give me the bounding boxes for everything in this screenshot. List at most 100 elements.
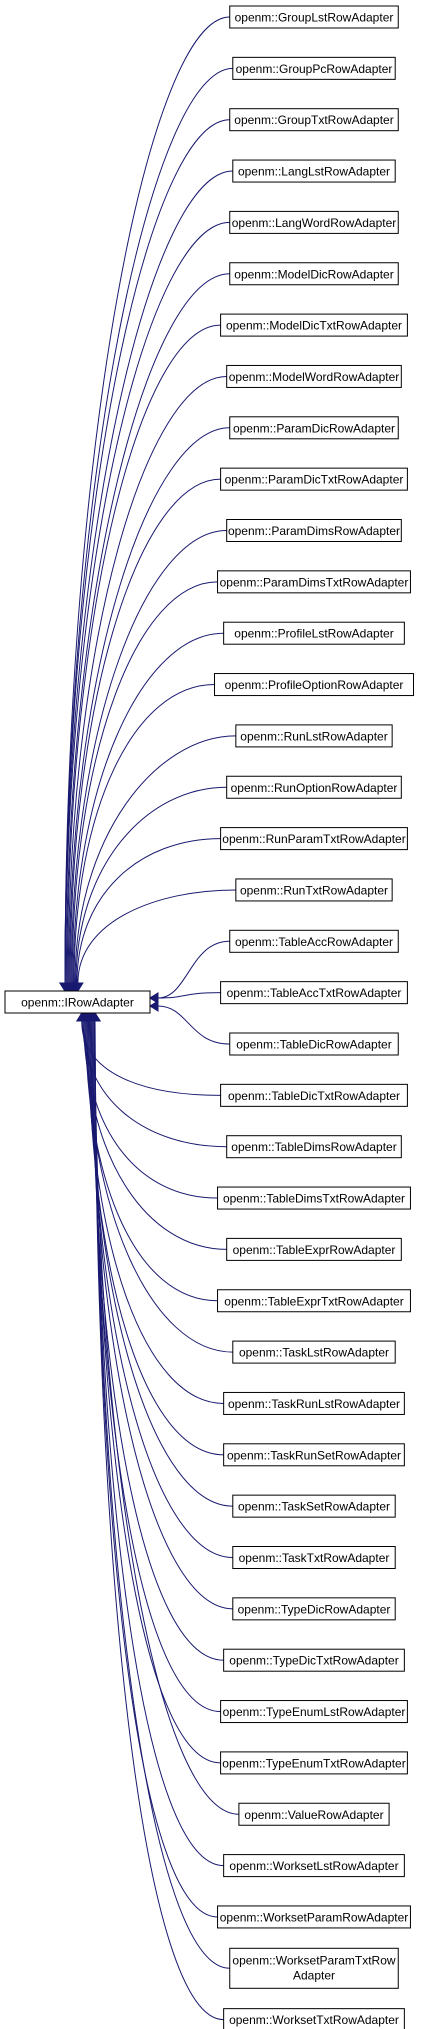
class-box [220, 467, 408, 491]
class-box [223, 1391, 405, 1415]
class-node-workset-param-row-adapter[interactable]: openm::WorksetParamRowAdapter [217, 1905, 411, 1929]
class-box [223, 1648, 405, 1672]
inheritance-edge [64, 119, 230, 984]
class-box [223, 1443, 405, 1467]
class-label: openm::TableDimsRowAdapter [231, 1140, 396, 1154]
class-box [229, 262, 399, 286]
arrowhead [149, 1000, 159, 1012]
class-node-type-dic-txt-row-adapter[interactable]: openm::TypeDicTxtRowAdapter [223, 1648, 405, 1672]
class-label: openm::TaskRunSetRowAdapter [227, 1448, 401, 1462]
class-node-table-expr-txt-row-adapter[interactable]: openm::TableExprTxtRowAdapter [217, 1289, 411, 1313]
class-node-table-dic-row-adapter[interactable]: openm::TableDicRowAdapter [229, 1032, 399, 1056]
class-box [217, 570, 411, 594]
class-label: openm::WorksetParamTxtRow [232, 1953, 395, 1967]
class-label: openm::TypeDicRowAdapter [238, 1602, 391, 1616]
class-node-lang-word-row-adapter[interactable]: openm::LangWordRowAdapter [229, 210, 399, 234]
class-node-table-acc-row-adapter[interactable]: openm::TableAccRowAdapter [229, 929, 399, 953]
class-label: openm::ModelWordRowAdapter [229, 370, 400, 384]
class-node-table-expr-row-adapter[interactable]: openm::TableExprRowAdapter [226, 1237, 402, 1261]
inheritance-edge [94, 1020, 224, 1867]
class-box [223, 621, 405, 645]
base-class-node[interactable]: openm::IRowAdapter [4, 990, 151, 1014]
class-node-lang-lst-row-adapter[interactable]: openm::LangLstRowAdapter [232, 159, 396, 183]
class-label: openm::LangLstRowAdapter [238, 165, 390, 179]
class-node-param-dic-txt-row-adapter[interactable]: openm::ParamDicTxtRowAdapter [220, 467, 408, 491]
class-label: Adapter [293, 1968, 335, 1982]
class-label: openm::GroupPcRowAdapter [236, 62, 393, 76]
class-node-run-lst-row-adapter[interactable]: openm::RunLstRowAdapter [235, 724, 393, 748]
inheritance-edge [92, 1020, 221, 1713]
class-label: openm::TaskLstRowAdapter [239, 1346, 389, 1360]
class-node-profile-option-row-adapter[interactable]: openm::ProfileOptionRowAdapter [214, 673, 414, 697]
class-node-param-dims-txt-row-adapter[interactable]: openm::ParamDimsTxtRowAdapter [217, 570, 411, 594]
base-class-box [4, 990, 151, 1014]
class-node-task-run-lst-row-adapter[interactable]: openm::TaskRunLstRowAdapter [223, 1391, 405, 1415]
class-node-workset-lst-row-adapter[interactable]: openm::WorksetLstRowAdapter [223, 1854, 405, 1878]
class-box [232, 159, 396, 183]
class-label: openm::ValueRowAdapter [244, 1808, 383, 1822]
class-node-task-txt-row-adapter[interactable]: openm::TaskTxtRowAdapter [232, 1546, 396, 1569]
class-node-model-word-row-adapter[interactable]: openm::ModelWordRowAdapter [226, 364, 402, 388]
class-box [232, 1597, 396, 1621]
class-box [232, 56, 396, 80]
class-node-run-option-row-adapter[interactable]: openm::RunOptionRowAdapter [226, 775, 402, 799]
class-node-param-dims-row-adapter[interactable]: openm::ParamDimsRowAdapter [226, 519, 402, 542]
inheritance-edge [74, 735, 236, 984]
class-node-profile-lst-row-adapter[interactable]: openm::ProfileLstRowAdapter [223, 621, 405, 645]
class-node-model-dic-txt-row-adapter[interactable]: openm::ModelDicTxtRowAdapter [220, 313, 408, 337]
class-node-table-dims-txt-row-adapter[interactable]: openm::TableDimsTxtRowAdapter [217, 1186, 411, 1210]
class-label: openm::ParamDimsRowAdapter [228, 524, 400, 538]
class-box [226, 1135, 402, 1159]
class-node-model-dic-row-adapter[interactable]: openm::ModelDicRowAdapter [229, 262, 399, 286]
arrowhead [71, 982, 84, 992]
class-node-task-lst-row-adapter[interactable]: openm::TaskLstRowAdapter [232, 1340, 396, 1364]
class-node-workset-txt-row-adapter[interactable]: openm::WorksetTxtRowAdapter [223, 2008, 405, 2029]
arrowhead [89, 1012, 101, 1022]
class-box [235, 878, 393, 902]
class-box [223, 2008, 405, 2029]
class-node-table-acc-txt-row-adapter[interactable]: openm::TableAccTxtRowAdapter [220, 981, 408, 1005]
class-box [217, 1905, 411, 1929]
class-box [217, 1186, 411, 1210]
class-box [235, 724, 393, 748]
class-box [229, 1947, 399, 1989]
class-node-run-txt-row-adapter[interactable]: openm::RunTxtRowAdapter [235, 878, 393, 902]
class-node-type-dic-row-adapter[interactable]: openm::TypeDicRowAdapter [232, 1597, 396, 1621]
class-box [220, 1083, 408, 1107]
class-node-table-dic-txt-row-adapter[interactable]: openm::TableDicTxtRowAdapter [220, 1083, 408, 1107]
arrowhead [149, 992, 159, 1004]
class-box [229, 5, 399, 29]
class-label: openm::TableDicRowAdapter [236, 1038, 391, 1052]
class-label: openm::GroupLstRowAdapter [235, 11, 394, 25]
inheritance-edge [73, 684, 215, 984]
class-box [229, 108, 399, 132]
class-label: openm::WorksetTxtRowAdapter [229, 2013, 399, 2027]
class-label: openm::WorksetParamRowAdapter [220, 1910, 409, 1924]
class-node-run-param-txt-row-adapter[interactable]: openm::RunParamTxtRowAdapter [220, 827, 408, 851]
class-label: openm::TypeEnumTxtRowAdapter [222, 1756, 405, 1770]
inheritance-edge [70, 530, 227, 984]
class-label: openm::ModelDicTxtRowAdapter [226, 319, 402, 333]
class-box [226, 775, 402, 799]
inheritance-edge [75, 786, 227, 984]
inheritance-edge [71, 581, 218, 984]
class-node-type-enum-lst-row-adapter[interactable]: openm::TypeEnumLstRowAdapter [220, 1700, 408, 1724]
inheritance-edge [82, 1020, 227, 1148]
inheritance-edge [67, 375, 227, 984]
class-node-task-set-row-adapter[interactable]: openm::TaskSetRowAdapter [232, 1494, 396, 1518]
class-node-type-enum-txt-row-adapter[interactable]: openm::TypeEnumTxtRowAdapter [220, 1751, 408, 1775]
class-node-table-dims-row-adapter[interactable]: openm::TableDimsRowAdapter [226, 1135, 402, 1159]
class-box [220, 313, 408, 337]
class-node-value-row-adapter[interactable]: openm::ValueRowAdapter [238, 1802, 390, 1826]
class-box [232, 1494, 396, 1518]
class-node-param-dic-row-adapter[interactable]: openm::ParamDicRowAdapter [229, 416, 399, 440]
class-node-group-pc-row-adapter[interactable]: openm::GroupPcRowAdapter [232, 56, 396, 80]
inheritance-edge [66, 324, 221, 984]
class-box [229, 929, 399, 953]
inheritance-edge [84, 1020, 227, 1250]
class-node-task-run-set-row-adapter[interactable]: openm::TaskRunSetRowAdapter [223, 1443, 405, 1467]
class-node-group-lst-row-adapter[interactable]: openm::GroupLstRowAdapter [229, 5, 399, 29]
class-node-group-txt-row-adapter[interactable]: openm::GroupTxtRowAdapter [229, 108, 399, 132]
inheritance-edge [65, 273, 230, 984]
